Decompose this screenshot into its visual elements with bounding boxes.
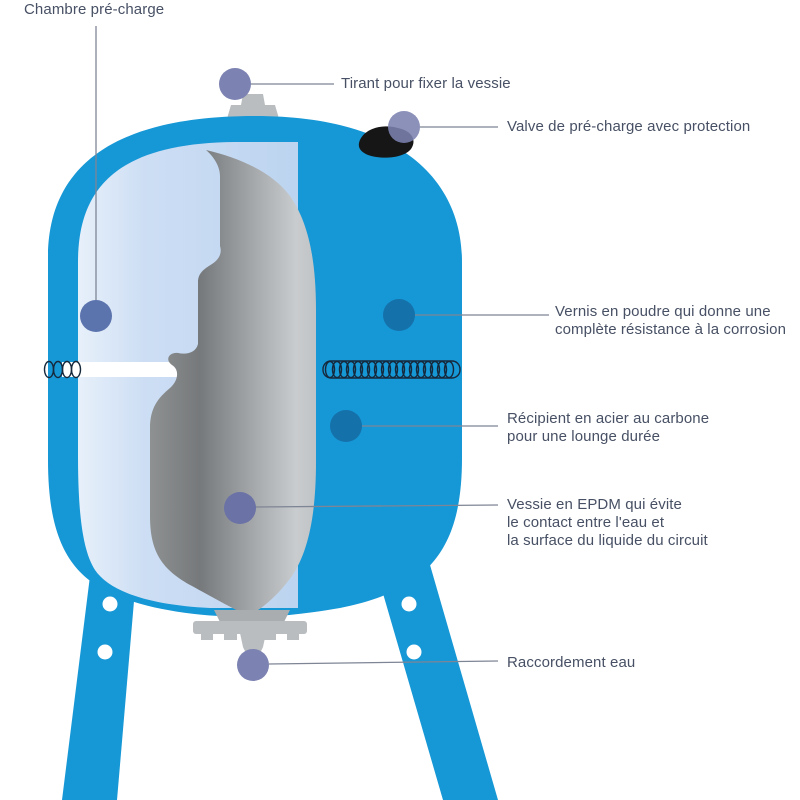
marker-chamber: [80, 300, 112, 332]
label-line: Vessie en EPDM qui évite: [507, 496, 682, 513]
weld-seam-band: [62, 362, 194, 377]
label-line: Chambre pré-charge: [24, 1, 165, 18]
marker-valve: [388, 111, 420, 143]
leg-hole: [97, 644, 113, 660]
label-valve: Valve de pré-charge avec protection: [507, 118, 750, 136]
label-line: complète résistance à la corrosion: [555, 321, 787, 338]
leader-water-connection: [268, 660, 499, 665]
marker-coating: [383, 299, 415, 331]
label-water-connection: Raccordement eau: [507, 654, 635, 672]
tie-rod-fitting: [226, 94, 280, 122]
label-line: pour une lounge durée: [507, 428, 661, 445]
label-line: le contact entre l'eau et: [507, 514, 665, 531]
leg-hole: [102, 596, 118, 612]
tank-leg-right: [375, 558, 498, 800]
marker-water-connection: [237, 649, 269, 681]
weld-coil-right: [322, 360, 461, 379]
label-line: Vernis en poudre qui donne une: [555, 303, 771, 320]
bladder-cutaway: [150, 150, 316, 616]
leg-hole: [401, 596, 417, 612]
label-line: la surface du liquide du circuit: [507, 532, 708, 549]
label-tie-rod: Tirant pour fixer la vessie: [341, 75, 511, 93]
label-line: Tirant pour fixer la vessie: [341, 75, 511, 92]
label-line: Raccordement eau: [507, 654, 636, 671]
marker-tie-rod: [219, 68, 251, 100]
leader-bladder: [254, 504, 499, 508]
water-connection-fitting: [193, 610, 307, 657]
marker-vessel: [330, 410, 362, 442]
leg-hole: [406, 644, 422, 660]
tank-leg-left: [62, 560, 137, 800]
label-chamber: Chambre pré-charge: [24, 1, 164, 19]
weld-coil-left: [43, 360, 82, 379]
marker-bladder: [224, 492, 256, 524]
label-line: Récipient en acier au carbone: [507, 410, 710, 427]
label-vessel: Récipient en acier au carbone pour une l…: [507, 410, 709, 446]
label-line: Valve de pré-charge avec protection: [507, 118, 751, 135]
label-bladder: Vessie en EPDM qui évite le contact entr…: [507, 496, 708, 550]
label-coating: Vernis en poudre qui donne une complète …: [555, 303, 786, 339]
